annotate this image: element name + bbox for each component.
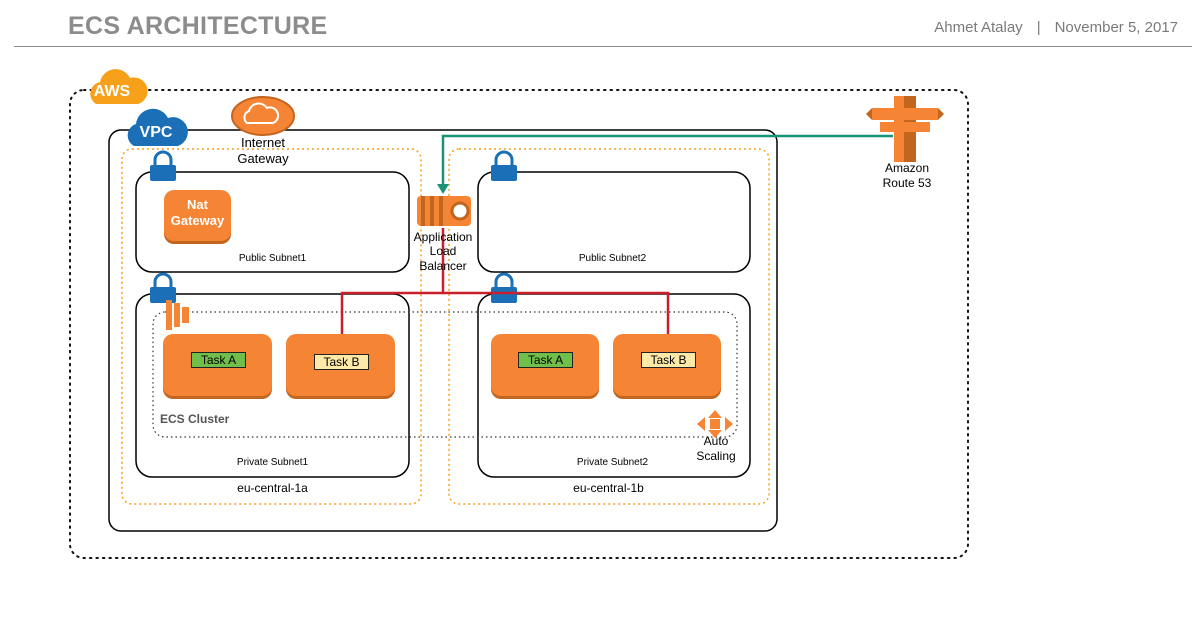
page-title: ECS ARCHITECTURE	[68, 12, 328, 40]
ecs-cluster-label: ECS Cluster	[160, 412, 230, 426]
public-subnet2-label: Public Subnet2	[578, 253, 647, 264]
private-subnet1-label: Private Subnet1	[236, 457, 309, 468]
task-connection	[340, 228, 445, 352]
date: November 5, 2017	[1054, 19, 1178, 36]
route53-icon	[866, 96, 944, 162]
route53-label-1: Amazon	[884, 161, 930, 175]
ecs-cluster-boundary	[152, 311, 738, 438]
task-a-label: Task A	[191, 352, 246, 368]
ecs-icon	[166, 300, 189, 330]
nat-gateway-label-1: Nat	[187, 197, 208, 212]
load-balancer-icon	[417, 196, 471, 226]
alb-label-1: Application	[413, 230, 473, 244]
lock-icon	[491, 272, 517, 303]
az1-label: eu-central-1a	[237, 481, 308, 495]
internet-gateway-label-2: Gateway	[237, 151, 289, 166]
alb-label-2: Load	[429, 244, 457, 258]
task-b-label: Task B	[641, 352, 696, 368]
lock-icon	[150, 150, 176, 181]
lock-icon	[150, 272, 176, 303]
vpc-boundary	[108, 129, 778, 532]
vpc-cloud-icon	[127, 108, 188, 146]
nat-gateway-label-2: Gateway	[170, 213, 225, 228]
public-subnet1-label: Public Subnet1	[238, 253, 307, 264]
private-subnet2-label: Private Subnet2	[576, 457, 649, 468]
alb-label-3: Balancer	[419, 259, 467, 273]
auto-scaling-icon	[697, 410, 733, 438]
lock-icon	[491, 150, 517, 181]
task-b-label: Task B	[314, 354, 369, 370]
task-a-label: Task A	[518, 352, 573, 368]
aws-label: AWS	[93, 83, 131, 100]
az2-boundary	[448, 148, 770, 505]
auto-scaling-label-2: Scaling	[696, 449, 736, 463]
task-connection	[443, 291, 670, 352]
vpc-label: VPC	[139, 124, 173, 141]
internet-gateway-icon	[231, 96, 295, 136]
arrow-head	[437, 184, 449, 194]
auto-scaling-label-1: Auto	[703, 434, 729, 448]
az2-label: eu-central-1b	[573, 481, 644, 495]
public-subnet2-box	[477, 171, 751, 273]
route53-connection	[441, 134, 893, 186]
header-divider	[14, 46, 1192, 47]
route53-label-2: Route 53	[882, 176, 932, 190]
aws-boundary	[69, 89, 969, 559]
nat-gateway: Nat Gateway	[164, 190, 231, 241]
header-meta: Ahmet Atalay | November 5, 2017	[934, 19, 1178, 36]
separator: |	[1036, 19, 1041, 36]
author-name: Ahmet Atalay	[934, 19, 1023, 36]
internet-gateway-label-1: Internet	[240, 135, 286, 150]
aws-cloud-icon	[90, 69, 148, 104]
